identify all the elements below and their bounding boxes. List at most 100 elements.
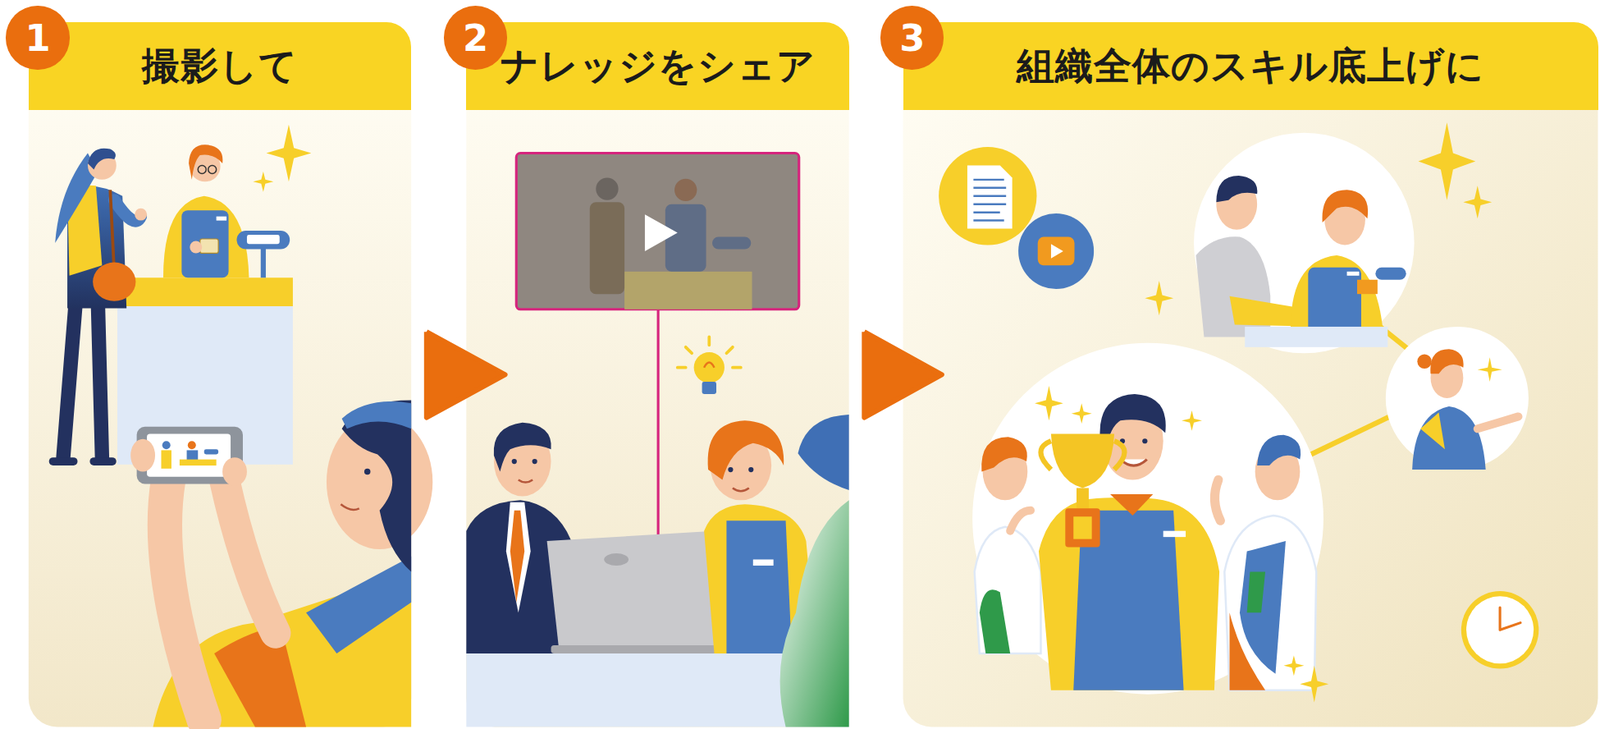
scale-icon	[260, 246, 266, 278]
flow-arrow	[864, 331, 942, 417]
video-icon	[1037, 237, 1075, 266]
document-icon	[973, 178, 1004, 181]
document-icon	[973, 202, 1006, 205]
manager-figure	[510, 510, 525, 603]
award-scene	[1247, 571, 1266, 613]
photographer-figure	[187, 440, 197, 449]
customer-figure	[109, 189, 115, 274]
customer-figure	[93, 457, 112, 466]
sparkle	[1418, 122, 1477, 201]
staff-figure	[200, 238, 219, 253]
step-number: 1	[24, 16, 51, 60]
sparkle	[1034, 122, 1503, 702]
laptop	[603, 553, 629, 566]
guide-scene	[1412, 406, 1486, 470]
customer-figure	[92, 262, 136, 302]
document-icon	[938, 146, 1037, 245]
panel-ground	[903, 61, 1599, 727]
staff-figure-2	[748, 466, 754, 472]
award-scene	[972, 342, 1324, 695]
leader-line	[657, 310, 660, 567]
panel-ground	[466, 61, 849, 727]
award-scene	[1040, 440, 1051, 470]
document-icon	[967, 164, 1013, 229]
service-scene	[1375, 267, 1406, 280]
step-panel: 組織全体のスキル底上げに	[903, 22, 1599, 727]
award-scene	[981, 436, 1028, 471]
panel-ground	[28, 61, 412, 727]
staff-figure-2	[727, 466, 733, 472]
award-scene	[974, 526, 1042, 654]
step-number-circle: 3	[880, 5, 944, 69]
award-scene	[1229, 612, 1267, 691]
photographer-figure	[364, 468, 371, 475]
video-frame	[595, 177, 618, 200]
customer-figure	[53, 148, 147, 462]
illustration	[28, 61, 1599, 727]
document-icon	[973, 187, 1006, 189]
award-scene	[1239, 540, 1286, 674]
staff-figure	[163, 144, 249, 278]
award-scene	[1076, 487, 1089, 508]
award-scene	[1073, 516, 1092, 539]
lightbulb-icon	[677, 336, 741, 367]
customer-figure	[63, 304, 76, 458]
document-icon	[973, 195, 1006, 197]
sparkle	[252, 124, 311, 192]
video-icon	[1018, 213, 1094, 289]
award-scene	[1038, 497, 1220, 691]
manager-figure	[518, 479, 533, 482]
photographer-figure	[130, 399, 433, 727]
sparkle	[1299, 665, 1329, 703]
sparkle	[1462, 185, 1492, 219]
video-icon	[1018, 213, 1094, 289]
award-scene	[1142, 438, 1148, 444]
colleague-figure	[780, 414, 850, 727]
header-band: ナレッジをシェア	[466, 22, 849, 110]
step-panel: 撮影して	[28, 22, 412, 727]
guide-scene	[1420, 411, 1445, 449]
award-scene	[1010, 510, 1031, 531]
photographer-figure	[162, 440, 171, 449]
step-panel: ナレッジをシェア	[466, 22, 849, 727]
service-scene	[1244, 326, 1388, 348]
manager-figure	[532, 458, 538, 464]
award-scene	[1257, 434, 1301, 466]
video-frame	[516, 153, 799, 310]
colleague-figure	[797, 414, 849, 490]
photographer-figure	[179, 459, 217, 466]
photographer-figure	[224, 479, 276, 633]
award-scene	[1163, 530, 1186, 537]
guide-scene	[1417, 354, 1431, 369]
video-frame	[674, 178, 697, 202]
staff-figure-2	[732, 487, 750, 491]
customer-figure	[97, 304, 102, 458]
clock-icon	[1461, 590, 1540, 669]
sparkle	[1283, 654, 1304, 676]
service-scene	[1290, 255, 1384, 337]
staff-figure-2	[708, 420, 785, 480]
panel-ground	[28, 61, 1599, 727]
award-scene	[1224, 515, 1317, 691]
staff-figure	[197, 164, 206, 174]
customer-figure	[53, 457, 74, 466]
document-icon	[973, 219, 1004, 221]
award-scene	[979, 589, 1011, 654]
service-scene	[1193, 132, 1415, 354]
sparkle	[1477, 356, 1503, 382]
scale-icon	[237, 230, 291, 249]
document-icon	[973, 210, 1000, 213]
sparkle	[1071, 402, 1093, 424]
service-scene	[1347, 271, 1360, 276]
document-icon	[938, 146, 1037, 245]
photographer-figure	[130, 438, 156, 472]
service-scene	[1193, 132, 1415, 354]
staff-figure	[189, 240, 202, 253]
step-number-circle: 1	[5, 5, 69, 69]
staff-figure	[208, 164, 217, 174]
staff-figure-2	[753, 558, 774, 565]
step-number: 2	[462, 16, 489, 60]
photographer-figure	[160, 449, 171, 468]
colleague-figure	[780, 499, 850, 727]
